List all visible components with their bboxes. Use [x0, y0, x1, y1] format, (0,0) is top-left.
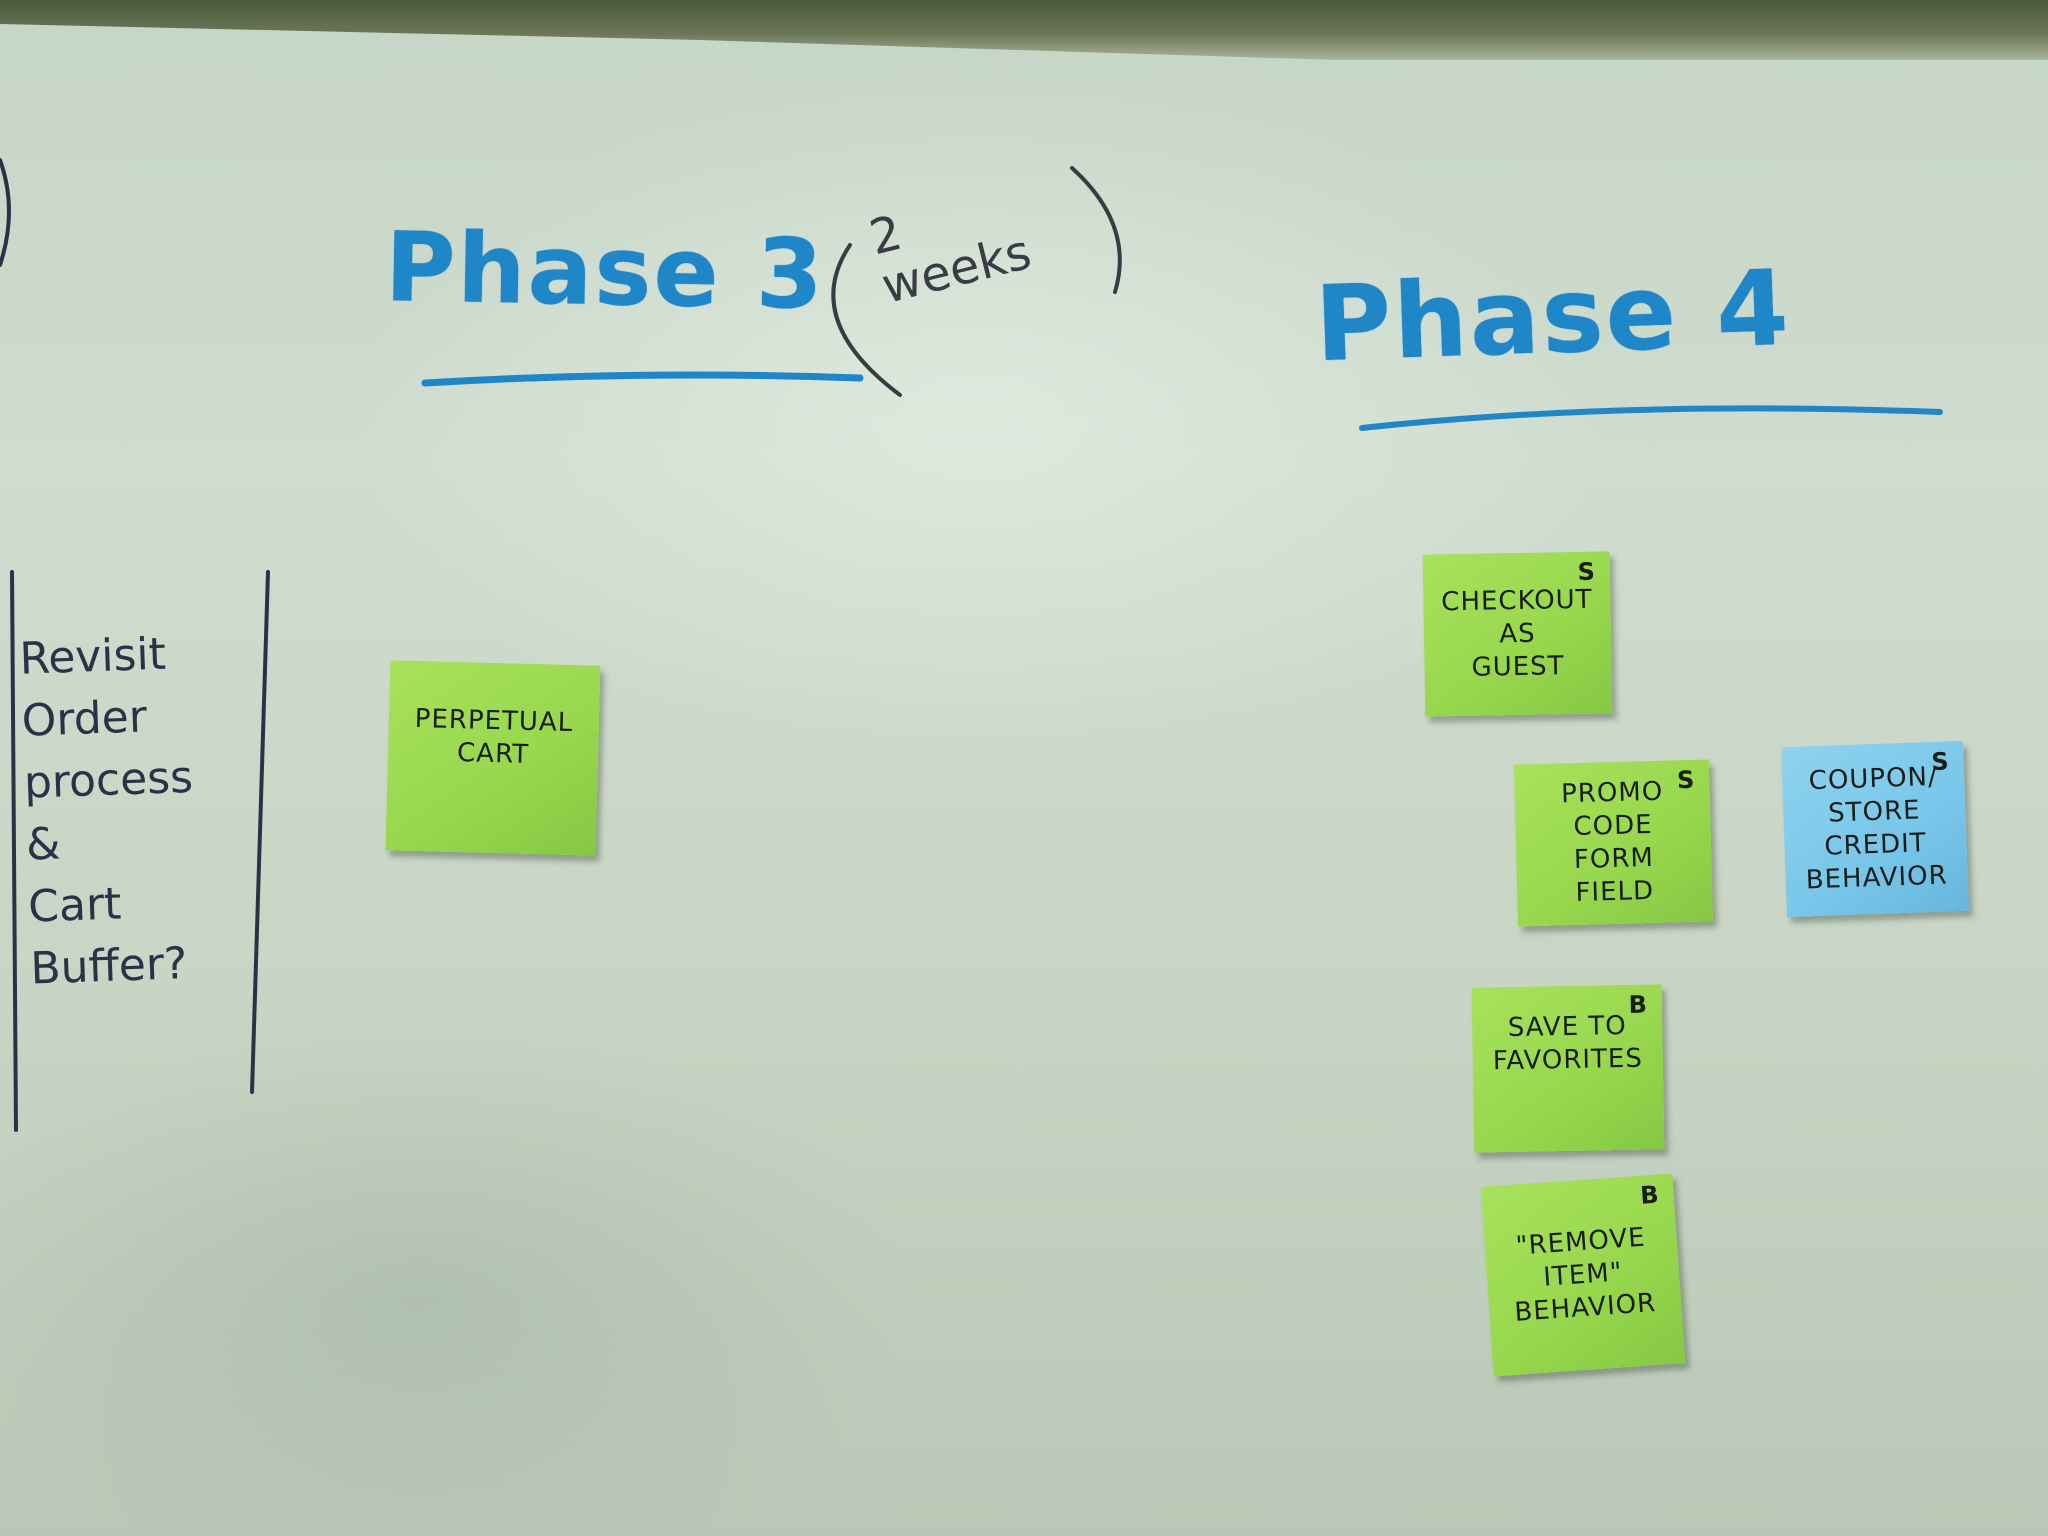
side-notes: Revisit Order process & Cart Buffer? — [18, 628, 194, 995]
sticky-note-remove-item-behavior[interactable]: B "Remove Item" Behavior — [1480, 1173, 1686, 1377]
sticky-note-text: Promo Code Form Field — [1560, 776, 1664, 909]
sticky-size-label: B — [1639, 1180, 1661, 1210]
sticky-note-checkout-as-guest[interactable]: S Checkout as Guest — [1422, 551, 1613, 717]
sticky-note-perpetual-cart[interactable]: Perpetual Cart — [385, 660, 601, 856]
sticky-note-coupon-store-credit[interactable]: S Coupon/ Store Credit Behavior — [1781, 740, 1969, 918]
sticky-size-label: S — [1930, 747, 1951, 776]
sticky-note-text: Checkout as Guest — [1441, 584, 1593, 683]
sticky-note-text: Perpetual Cart — [414, 703, 574, 770]
phase3-heading: Phase 3 — [384, 211, 826, 331]
sticky-size-label: S — [1676, 765, 1696, 795]
phase4-heading: Phase 4 — [1313, 246, 1793, 386]
sticky-note-text: Coupon/ Store Credit Behavior — [1805, 761, 1949, 896]
sticky-note-text: Save to Favorites — [1492, 1010, 1644, 1076]
sticky-size-label: S — [1577, 557, 1597, 586]
sticky-note-promo-code-form-field[interactable]: S Promo Code Form Field — [1513, 759, 1714, 927]
sticky-note-text: "Remove Item" Behavior — [1513, 1222, 1658, 1328]
sticky-note-save-to-favorites[interactable]: B Save to Favorites — [1471, 984, 1665, 1153]
sticky-size-label: B — [1628, 990, 1649, 1019]
